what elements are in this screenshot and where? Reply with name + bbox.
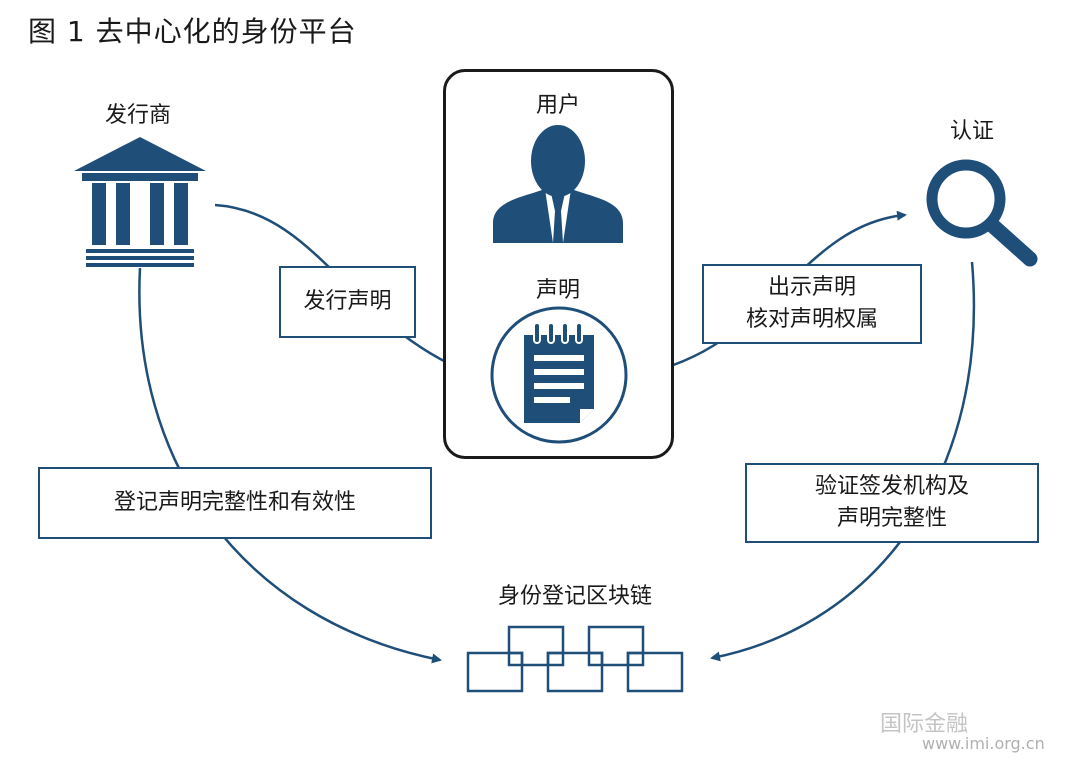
watermark-url: www.imi.org.cn <box>922 734 1045 753</box>
present-claim-line2: 核对声明权属 <box>745 307 878 332</box>
bank-building-icon <box>74 137 206 267</box>
figure-title: 图 1 去中心化的身份平台 <box>28 15 357 48</box>
issuer-label: 发行商 <box>104 103 171 128</box>
claim-label: 声明 <box>535 278 580 303</box>
present-claim-line1: 出示声明 <box>767 275 856 300</box>
watermark-logo-text: 国际金融 <box>880 712 969 737</box>
verify-box: 验证签发机构及 声明完整性 <box>745 463 1039 543</box>
magnifier-icon <box>926 159 1038 267</box>
present-claim-box: 出示声明 核对声明权属 <box>702 264 922 344</box>
issue-claim-box: 发行声明 <box>279 266 416 338</box>
registry-label: 身份登记区块链 <box>497 584 652 609</box>
register-box: 登记声明完整性和有效性 <box>38 467 432 539</box>
verify-line2: 声明完整性 <box>836 506 947 531</box>
person-icon <box>493 125 623 243</box>
notepad-document-icon <box>490 306 628 444</box>
chain-blocks-icon <box>466 625 684 693</box>
verify-line1: 验证签发机构及 <box>814 474 969 499</box>
register-text: 登记声明完整性和有效性 <box>113 490 356 515</box>
verifier-label: 认证 <box>949 119 994 144</box>
issue-claim-text: 发行声明 <box>303 289 392 314</box>
user-label: 用户 <box>535 93 580 118</box>
